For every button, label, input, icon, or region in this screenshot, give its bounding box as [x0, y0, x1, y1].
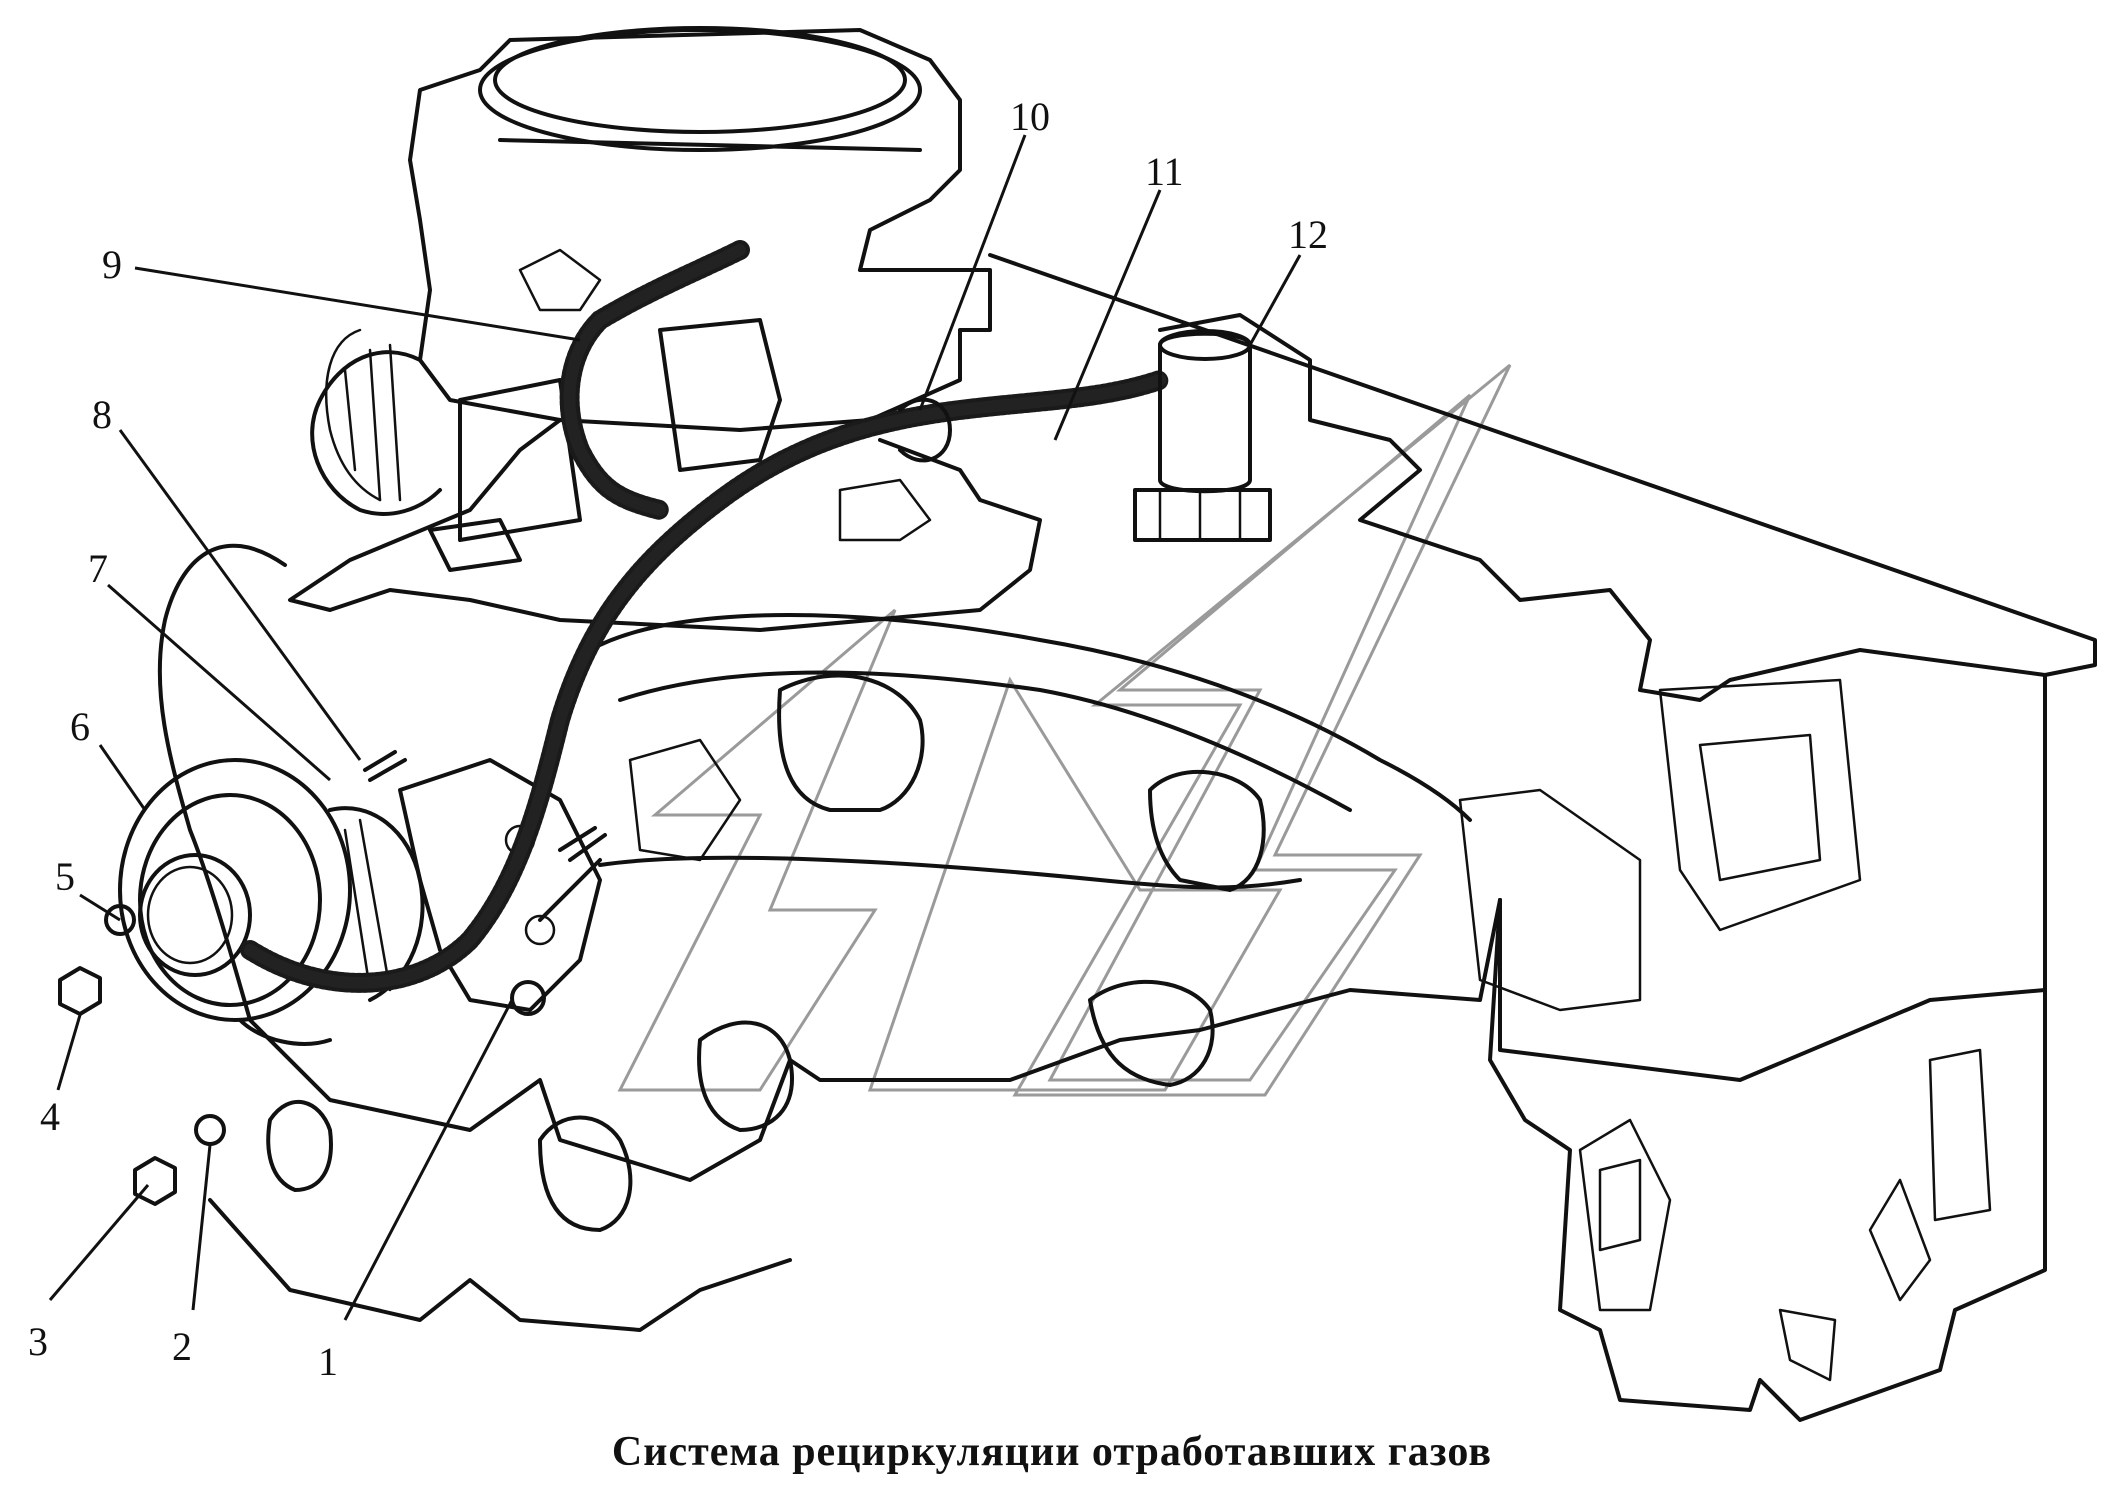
callout-7: 7	[88, 546, 108, 591]
callout-3: 3	[28, 1319, 48, 1364]
thermo-vacuum-switch	[1133, 329, 1272, 542]
vacuum-hoses	[240, 240, 1170, 993]
callout-4: 4	[40, 1094, 60, 1139]
callout-10: 10	[1010, 94, 1050, 139]
figure-caption: Система рециркуляции отработавших газов	[611, 1429, 1493, 1475]
callout-12: 12	[1288, 212, 1328, 257]
egr-valve	[118, 758, 425, 1046]
intake-manifold	[157, 543, 1642, 1332]
stud-and-nut-fasteners	[58, 750, 607, 1206]
callout-11: 11	[1145, 149, 1184, 194]
callout-5: 5	[55, 854, 75, 899]
callout-9: 9	[102, 242, 122, 287]
callout-labels: 1 2 3 4 5 6 7 8 9 10 11 12	[28, 94, 1328, 1384]
callout-leaders	[48, 134, 1302, 1321]
callout-8: 8	[92, 392, 112, 437]
cylinder-block	[988, 253, 2097, 1422]
callout-1: 1	[318, 1339, 338, 1384]
callout-6: 6	[70, 704, 90, 749]
carburetor	[288, 26, 1042, 632]
watermark-logo	[617, 363, 1512, 1097]
callout-2: 2	[172, 1324, 192, 1369]
